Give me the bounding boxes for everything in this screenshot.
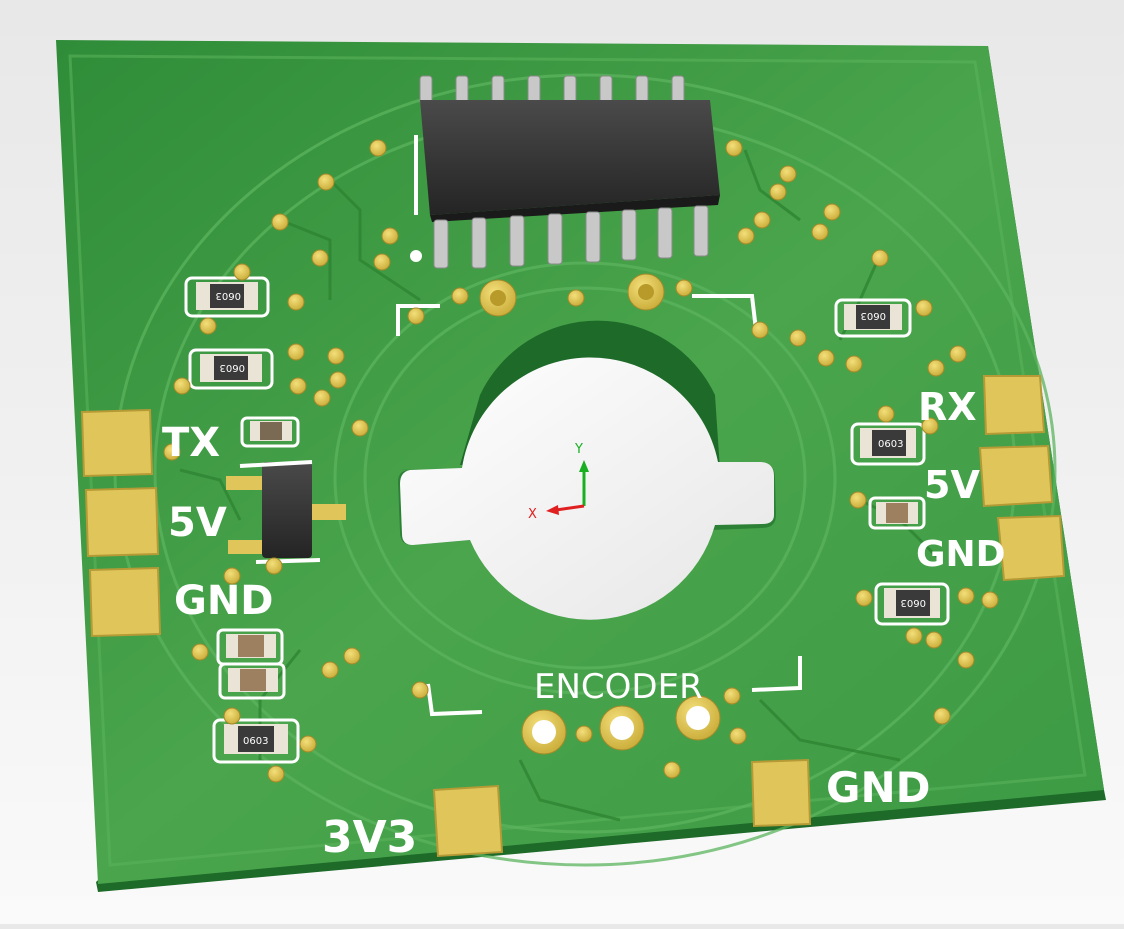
axis-gizmo: Y X <box>528 442 589 522</box>
axis-y-label: Y <box>574 442 583 457</box>
label-gnd-bottom: GND <box>826 763 931 812</box>
resistor-r1: 0603 <box>184 276 270 318</box>
label-encoder: ENCODER <box>534 667 703 707</box>
pin1-marker <box>410 250 422 262</box>
ic-top-pins <box>419 75 685 105</box>
through-hole-pads <box>479 273 721 755</box>
vias <box>163 139 999 783</box>
label-5v-right: 5V <box>924 463 980 507</box>
resistor-r8 <box>868 496 926 530</box>
axis-x-label: X <box>528 507 537 522</box>
sot23-transistor <box>226 460 346 564</box>
resistor-r3 <box>240 416 300 448</box>
label-rx: RX <box>918 385 977 429</box>
silkscreen-labels: TX 5V GND RX 5V GND GND 3V3 ENCODER <box>162 385 1006 863</box>
resistor-r4 <box>216 628 286 700</box>
edge-pads <box>80 375 1066 858</box>
label-5v-left: 5V <box>168 500 227 546</box>
svg-text:0603: 0603 <box>861 310 886 321</box>
svg-text:0603: 0603 <box>901 597 926 608</box>
silkscreen-brackets <box>396 294 802 717</box>
resistor-r2: 0603 <box>188 348 274 390</box>
svg-text:0603: 0603 <box>216 290 241 301</box>
label-gnd-right: GND <box>916 534 1006 575</box>
encoder-cutout <box>398 320 776 620</box>
ic-bottom-pins <box>433 205 709 269</box>
label-tx: TX <box>162 420 220 466</box>
label-gnd-left: GND <box>174 578 274 624</box>
resistor-r5: 0603 <box>212 718 300 764</box>
resistor-r6: 0603 <box>834 298 912 338</box>
svg-text:0603: 0603 <box>878 439 903 450</box>
resistor-r7: 0603 <box>850 422 926 466</box>
svg-text:0603: 0603 <box>243 736 268 747</box>
resistor-r9: 0603 <box>874 582 950 626</box>
label-3v3: 3V3 <box>322 812 417 863</box>
soic-ic-component <box>410 75 720 269</box>
resistors: 0603 0603 0603 <box>184 276 950 764</box>
svg-text:0603: 0603 <box>220 362 245 373</box>
